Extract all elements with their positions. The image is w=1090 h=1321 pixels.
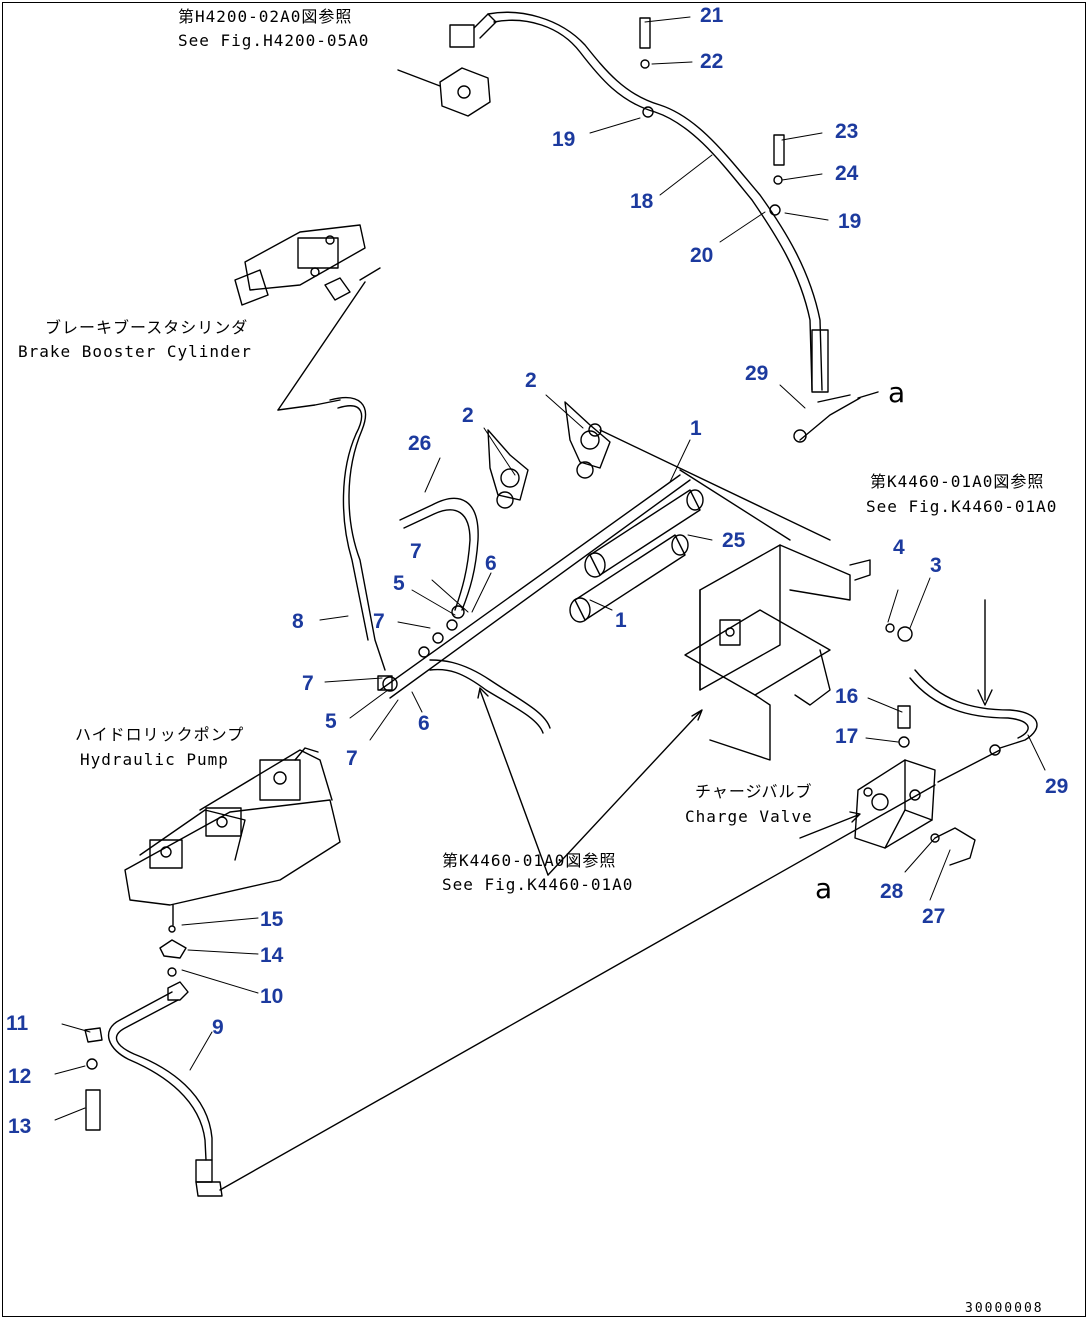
bolts-11-13 (84, 1027, 103, 1131)
hydraulic-pump (124, 747, 341, 926)
connection-mark-a-top: a (888, 376, 905, 409)
charge-valve-label-jp: チャージバルブ (695, 782, 813, 801)
part-number: 7 (302, 672, 314, 695)
hydraulic-pump-label-en: Hydraulic Pump (80, 750, 229, 769)
reference-labels: 第H4200-02A0図参照 See Fig.H4200-05A0 ブレーキブー… (18, 7, 1057, 1316)
lower-hose-9 (107, 991, 223, 1197)
upper-hose-18 (487, 11, 829, 393)
part-number: 6 (418, 712, 430, 735)
valve-hose-29 (909, 599, 1038, 783)
ref-k4460-center-jp: 第K4460-01A0図参照 (442, 851, 616, 870)
part-number: 15 (260, 908, 284, 931)
part-number: 23 (835, 120, 858, 143)
connection-mark-a-bottom: a (815, 872, 832, 905)
part-number: 18 (630, 190, 654, 213)
part-number: 7 (373, 610, 385, 633)
accumulator-lower (569, 534, 689, 623)
part-number: 6 (485, 552, 497, 575)
charge-valve-label-en: Charge Valve (685, 807, 813, 826)
mounting-bracket (684, 544, 913, 761)
part-number: 24 (835, 162, 859, 185)
brake-booster-cylinder (234, 224, 381, 306)
hose-8-and-26 (277, 281, 479, 671)
part-number: 14 (260, 944, 284, 967)
part-number: 11 (6, 1012, 29, 1035)
part-number: 12 (8, 1065, 31, 1088)
ref-k4460-center-en: See Fig.K4460-01A0 (442, 875, 633, 894)
part-number: 26 (408, 432, 431, 455)
long-connection-line (219, 784, 936, 1191)
ref-k4460-right-en: See Fig.K4460-01A0 (866, 497, 1057, 516)
clamp-2-left (487, 429, 529, 509)
leader-lines (54, 16, 1046, 1121)
small-fittings-5-7 (377, 605, 465, 692)
part-number: 27 (922, 905, 945, 928)
ref-h4200-en: See Fig.H4200-05A0 (178, 31, 369, 50)
part-number: 17 (835, 725, 858, 748)
part-number: 9 (212, 1016, 224, 1039)
clamp-bolts-21-24 (639, 17, 785, 216)
part-number: 3 (930, 554, 942, 577)
part-number: 7 (410, 540, 422, 563)
part-number: 8 (292, 610, 304, 633)
part-number: 5 (393, 572, 405, 595)
part-number: 20 (690, 244, 713, 267)
ref-k4460-right-jp: 第K4460-01A0図参照 (870, 472, 1044, 491)
part-number: 7 (346, 747, 358, 770)
part-number: 5 (325, 710, 337, 733)
part-number: 21 (700, 4, 724, 27)
part-number: 1 (615, 609, 627, 632)
upper-fitting (439, 13, 497, 117)
brake-booster-label-en: Brake Booster Cylinder (18, 342, 252, 361)
part-number: 2 (525, 369, 537, 392)
reference-arrows (477, 687, 861, 876)
part-number: 19 (838, 210, 861, 233)
upper-arrow-to-a (397, 69, 879, 443)
brake-booster-label-jp: ブレーキブースタシリンダ (45, 318, 248, 337)
charge-valve (854, 705, 976, 866)
accumulator-upper (584, 489, 704, 578)
drawing-code: 30000008 (965, 1301, 1044, 1316)
part-number: 19 (552, 128, 575, 151)
ref-h4200-jp: 第H4200-02A0図参照 (178, 7, 352, 26)
clamp-2-right (564, 401, 611, 479)
part-number: 16 (835, 685, 858, 708)
part-number: 1 (690, 417, 702, 440)
part-number: 29 (1045, 775, 1068, 798)
part-number: 22 (700, 50, 723, 73)
part-number: 29 (745, 362, 768, 385)
pump-fittings-10-15 (159, 925, 189, 1001)
part-number: 28 (880, 880, 904, 903)
part-number: 10 (260, 985, 283, 1008)
part-number: 25 (722, 529, 746, 552)
bracket-lines (599, 429, 831, 541)
hydraulic-pump-label-jp: ハイドロリックポンプ (75, 725, 244, 744)
part-number: 2 (462, 404, 474, 427)
part-number: 13 (8, 1115, 31, 1138)
part-number: 4 (893, 536, 905, 559)
part-numbers: 21 22 19 23 24 18 19 20 29 2 1 26 2 25 4… (6, 4, 1068, 1138)
hose-6-center (379, 474, 691, 734)
